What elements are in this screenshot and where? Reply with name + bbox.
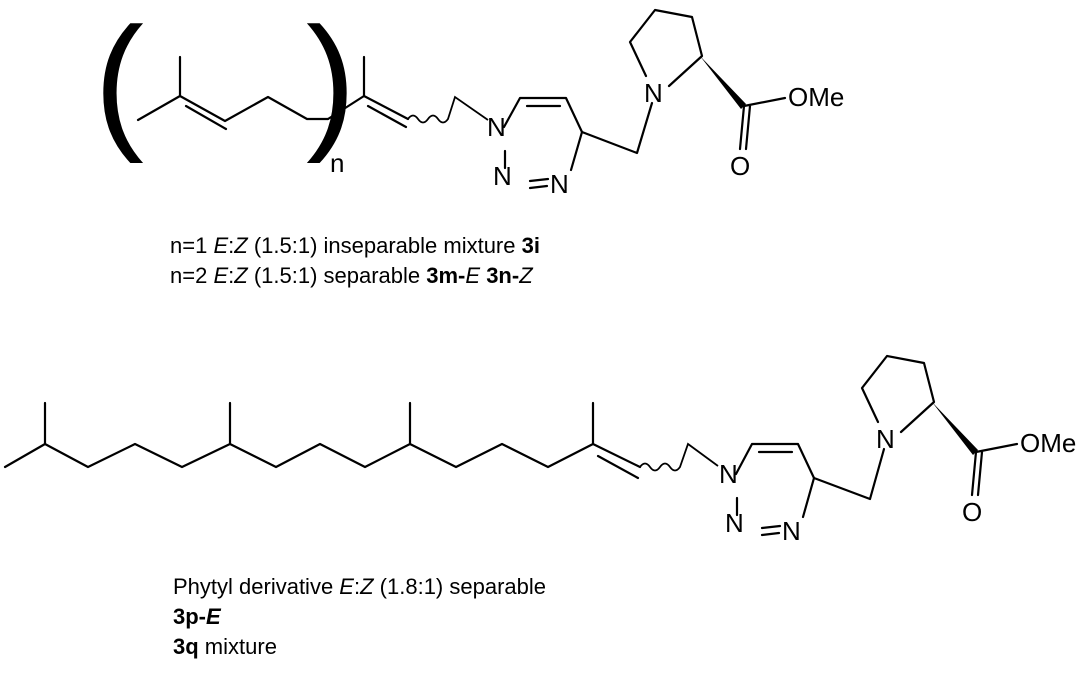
caption-bottom-line2: 3p-E	[173, 603, 221, 631]
isomer-e-label: E	[213, 233, 229, 258]
methylene-linker-bottom	[812, 447, 886, 501]
caption-bottom-line3: 3q mixture	[173, 633, 277, 661]
wavy-bond-bottom	[639, 442, 719, 472]
ome-label-top: OMe	[788, 82, 844, 112]
isoprene-double-bond	[366, 104, 408, 129]
pyrrolidine-ring-bottom	[860, 354, 936, 434]
stereo-wedge-top	[700, 56, 746, 109]
compound-label-3m: 3m-	[426, 263, 466, 288]
compound-label-3n: 3n-	[486, 263, 520, 288]
triazole-nn-double-bond	[528, 184, 549, 190]
compound-3n-isomer: Z	[519, 263, 533, 288]
compound-label-3q: 3q	[173, 634, 199, 659]
triazole-n1: N	[487, 112, 506, 142]
bottom-molecule: N N N N OMe O	[3, 354, 1076, 546]
ratio-colon: :	[228, 233, 235, 258]
triazole-n2: N	[493, 161, 512, 191]
carbonyl-o-top: O	[730, 151, 750, 181]
left-parenthesis: (	[94, 0, 144, 164]
caption-text: mixture	[198, 634, 277, 659]
triazole-ring	[502, 96, 584, 183]
phytyl-double-bond	[596, 454, 640, 480]
triazole-n3-bottom: N	[782, 516, 801, 546]
triazole-ring-bottom	[734, 442, 816, 530]
ester-bonds-top	[738, 96, 787, 151]
caption-text: (1.5:1) separable	[247, 263, 427, 288]
caption-text: (1.5:1) inseparable mixture	[247, 233, 522, 258]
isomer-e-label: E	[213, 263, 229, 288]
carbonyl-o-bottom: O	[962, 497, 982, 527]
compound-label-3i: 3i	[521, 233, 540, 258]
compound-3m-isomer: E	[465, 263, 481, 288]
caption-text: Phytyl derivative	[173, 574, 340, 599]
caption-bottom-line1: Phytyl derivative E:Z (1.8:1) separable	[173, 573, 546, 601]
caption-top-line2: n=2 E:Z (1.5:1) separable 3m-E 3n-Z	[170, 262, 533, 290]
pyrrolidine-ring-top	[628, 8, 704, 88]
isomer-z-label: Z	[234, 263, 248, 288]
top-molecule: ( ) n N N N N OMe O	[94, 0, 844, 199]
ester-bonds-bottom	[970, 442, 1019, 497]
repeat-unit-double-bond	[184, 104, 228, 131]
compound-3p-isomer: E	[206, 604, 221, 629]
triazole-n3: N	[550, 169, 569, 199]
caption-top-line1: n=1 E:Z (1.5:1) inseparable mixture 3i	[170, 232, 540, 260]
triazole-n1-bottom: N	[719, 459, 738, 489]
caption-text: n=2	[170, 263, 214, 288]
caption-text: n=1	[170, 233, 214, 258]
isomer-e-label: E	[339, 574, 354, 599]
repeat-unit-chain	[136, 55, 330, 123]
ome-label-bottom: OMe	[1020, 428, 1076, 458]
triazole-n2-bottom: N	[725, 508, 744, 538]
isomer-z-label: Z	[234, 233, 248, 258]
repeat-count-label: n	[330, 148, 344, 178]
phytyl-chain	[3, 401, 642, 469]
stereo-wedge-bottom	[932, 402, 978, 455]
proline-n-top: N	[644, 78, 663, 108]
isoprene-chain	[326, 55, 410, 121]
isomer-z-label: Z	[360, 574, 374, 599]
wavy-bond-top	[407, 95, 489, 124]
right-parenthesis: )	[306, 0, 356, 164]
ratio-colon: :	[228, 263, 235, 288]
caption-text: (1.8:1) separable	[373, 574, 546, 599]
proline-n-bottom: N	[876, 424, 895, 454]
ratio-colon: :	[353, 574, 361, 599]
methylene-linker-top	[580, 101, 654, 155]
compound-label-3p: 3p-	[173, 604, 206, 629]
triazole-nn-double-bond-bottom	[760, 531, 781, 537]
